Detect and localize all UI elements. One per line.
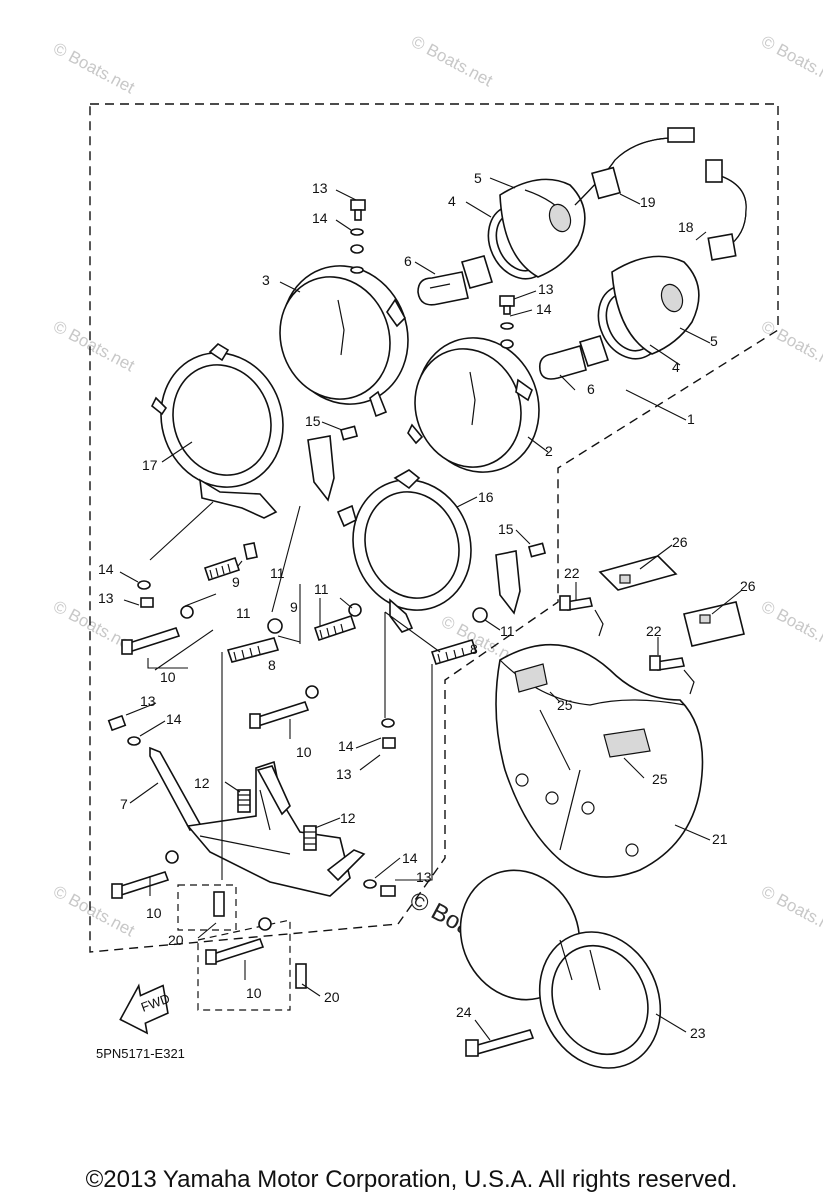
cushion-pads <box>598 555 745 647</box>
callout-10: 10 <box>296 744 312 760</box>
callout-24: 24 <box>456 1004 472 1020</box>
rim-16 <box>336 469 472 633</box>
callout-10: 10 <box>246 985 262 1001</box>
adjust-screws <box>111 605 319 965</box>
bulb-upper <box>417 255 494 306</box>
watermark: © Boats.net <box>408 32 496 91</box>
watermark: © Boats.net <box>50 317 138 376</box>
callout-1: 1 <box>687 411 695 427</box>
callout-18: 18 <box>678 219 694 235</box>
callout-14: 14 <box>166 711 182 727</box>
callout-10: 10 <box>146 905 162 921</box>
mount-bolts-22 <box>559 595 695 695</box>
callout-26: 26 <box>740 578 756 594</box>
leader-lines <box>119 177 743 1041</box>
rim-screw-24 <box>465 1029 535 1057</box>
watermark: © Boats.net <box>50 39 138 98</box>
callout-11: 11 <box>500 623 515 639</box>
callout-23: 23 <box>690 1025 706 1041</box>
watermark: © Boats.net <box>758 882 823 941</box>
callout-14: 14 <box>536 301 552 317</box>
assembly-outline <box>89 103 779 953</box>
callout-25: 25 <box>557 697 573 713</box>
callout-25: 25 <box>652 771 668 787</box>
callout-13: 13 <box>416 869 432 885</box>
callout-3: 3 <box>262 272 270 288</box>
dashed-box <box>197 919 291 1011</box>
callout-2: 2 <box>545 443 553 459</box>
callout-labels: 13 14 3 4 5 6 19 18 13 14 5 4 6 1 2 15 1… <box>98 170 756 1041</box>
callout-16: 16 <box>478 489 494 505</box>
callout-6: 6 <box>404 253 412 269</box>
headlight-lower <box>407 337 540 473</box>
callout-19: 19 <box>640 194 656 210</box>
callout-17: 17 <box>142 457 158 473</box>
callout-9: 9 <box>290 599 298 615</box>
callout-4: 4 <box>672 359 680 375</box>
watermark: © Boats.net <box>758 597 823 656</box>
adjust-bracket-right <box>495 542 547 615</box>
callout-26: 26 <box>672 534 688 550</box>
bolt-washer-stack-upper <box>350 199 366 274</box>
callout-14: 14 <box>402 850 418 866</box>
callout-13: 13 <box>312 180 328 196</box>
springs-12 <box>237 789 317 851</box>
watermark: © Boats.net <box>758 317 823 376</box>
callout-12: 12 <box>340 810 356 826</box>
callout-11: 11 <box>270 565 285 581</box>
callout-13: 13 <box>538 281 554 297</box>
callout-21: 21 <box>712 831 728 847</box>
rim-17 <box>150 342 284 519</box>
headlight-upper <box>279 265 409 418</box>
small-fasteners <box>107 580 396 989</box>
callout-10: 10 <box>160 669 176 685</box>
wire-harness-upper <box>574 127 695 206</box>
bolt-washer-stack-lower <box>499 295 515 349</box>
callout-22: 22 <box>564 565 580 581</box>
callout-6: 6 <box>587 381 595 397</box>
callout-20: 20 <box>168 932 184 948</box>
callout-4: 4 <box>448 193 456 209</box>
callout-13: 13 <box>140 693 156 709</box>
callout-13: 13 <box>336 766 352 782</box>
callout-22: 22 <box>646 623 662 639</box>
callout-14: 14 <box>312 210 328 226</box>
callout-11: 11 <box>314 581 329 597</box>
callout-11: 11 <box>236 605 251 621</box>
callout-20: 20 <box>324 989 340 1005</box>
callout-14: 14 <box>338 738 354 754</box>
bulb-lower <box>538 335 610 380</box>
dashed-box <box>177 884 237 931</box>
callout-5: 5 <box>710 333 718 349</box>
wire-harness-lower <box>705 159 747 261</box>
outer-rim <box>459 869 662 1069</box>
headlight-housing <box>495 643 704 878</box>
callout-14: 14 <box>98 561 114 577</box>
copyright-notice: ©2013 Yamaha Motor Corporation, U.S.A. A… <box>85 1166 738 1193</box>
adjust-bracket-left <box>307 425 359 502</box>
callout-7: 7 <box>120 796 128 812</box>
callout-5: 5 <box>474 170 482 186</box>
callout-8: 8 <box>470 641 478 657</box>
headlight-stay-bracket <box>149 746 366 897</box>
callout-15: 15 <box>305 413 321 429</box>
callout-8: 8 <box>268 657 276 673</box>
callout-15: 15 <box>498 521 514 537</box>
callout-13: 13 <box>98 590 114 606</box>
diagram-code: 5PN5171-E321 <box>96 1046 185 1061</box>
callout-12: 12 <box>194 775 210 791</box>
socket-cover-lower <box>597 255 700 360</box>
forward-arrow: FWD <box>119 983 172 1035</box>
watermark: © Boats.net <box>758 32 823 91</box>
callout-9: 9 <box>232 574 240 590</box>
springs-and-nuts <box>203 542 488 665</box>
socket-cover-upper <box>487 178 586 280</box>
